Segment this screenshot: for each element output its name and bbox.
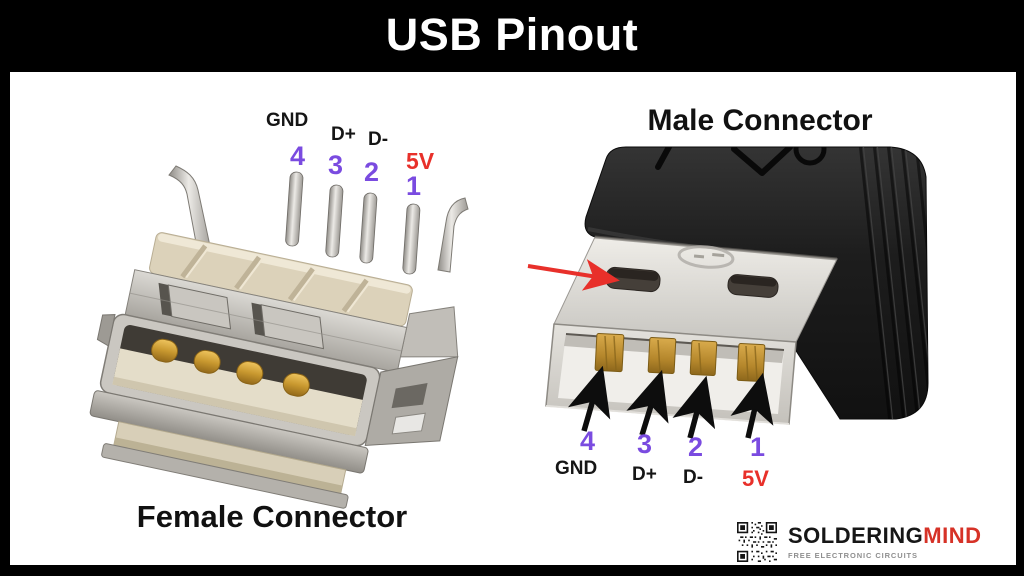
female-spring-plate [124,269,408,374]
male-pin2-signal: D- [683,467,704,488]
female-pin2-number: 2 [364,157,380,187]
female-port-opening [99,313,381,447]
brand-text: SOLDERINGMIND FREE ELECTRONIC CIRCUITS [788,524,982,559]
shell-hole-left [605,266,661,293]
male-connector-title: Male Connector [647,104,873,137]
female-pin3-number: 3 [328,150,344,180]
brand-tagline: FREE ELECTRONIC CIRCUITS [788,550,918,560]
brand-name-black: SOLDERING [788,523,924,549]
female-pin4-signal: GND [266,110,309,131]
female-left-hook [168,165,214,265]
female-pin1-signal: 5V [406,148,435,174]
female-body [89,232,459,509]
female-pin4-number: 4 [290,141,306,171]
female-plastic-slab [149,232,413,327]
page-title: USB Pinout [385,9,639,60]
brand-name: SOLDERINGMIND [788,524,982,547]
female-pin-legs [285,171,421,275]
female-connector-caption: Female Connector [136,499,408,534]
usb-logo-emboss [655,147,827,176]
male-pin4-number: 4 [580,426,596,456]
male-gold-pins [594,332,766,383]
shell-hole-right [727,274,779,298]
frame-edge-left [0,0,10,576]
female-pin3-signal: D+ [331,124,356,145]
male-pin3-signal: D+ [632,464,657,485]
male-pin2-number: 2 [688,432,704,462]
female-connector-illustration [89,165,469,509]
qr-code-icon [737,522,777,562]
male-connector-illustration [545,146,929,425]
male-pin4-signal: GND [555,458,598,479]
brand-logo: SOLDERINGMIND FREE ELECTRONIC CIRCUITS [735,522,982,562]
male-pin1-number: 1 [750,432,766,462]
brand-name-red: MIND [923,523,982,549]
female-side-face [364,356,459,447]
frame-edge-bottom [0,565,1024,576]
male-port-opening [545,323,797,425]
female-gold-contacts [151,338,310,397]
female-pin1-number: 1 [406,171,422,201]
frame-edge-right [1016,0,1024,576]
shell-emboss-oval [677,245,735,269]
male-pin3-number: 3 [637,429,653,459]
female-right-hook [437,197,469,273]
title-banner: USB Pinout [0,0,1024,72]
female-pin2-signal: D- [368,129,389,150]
male-pin1-signal: 5V [742,466,769,491]
